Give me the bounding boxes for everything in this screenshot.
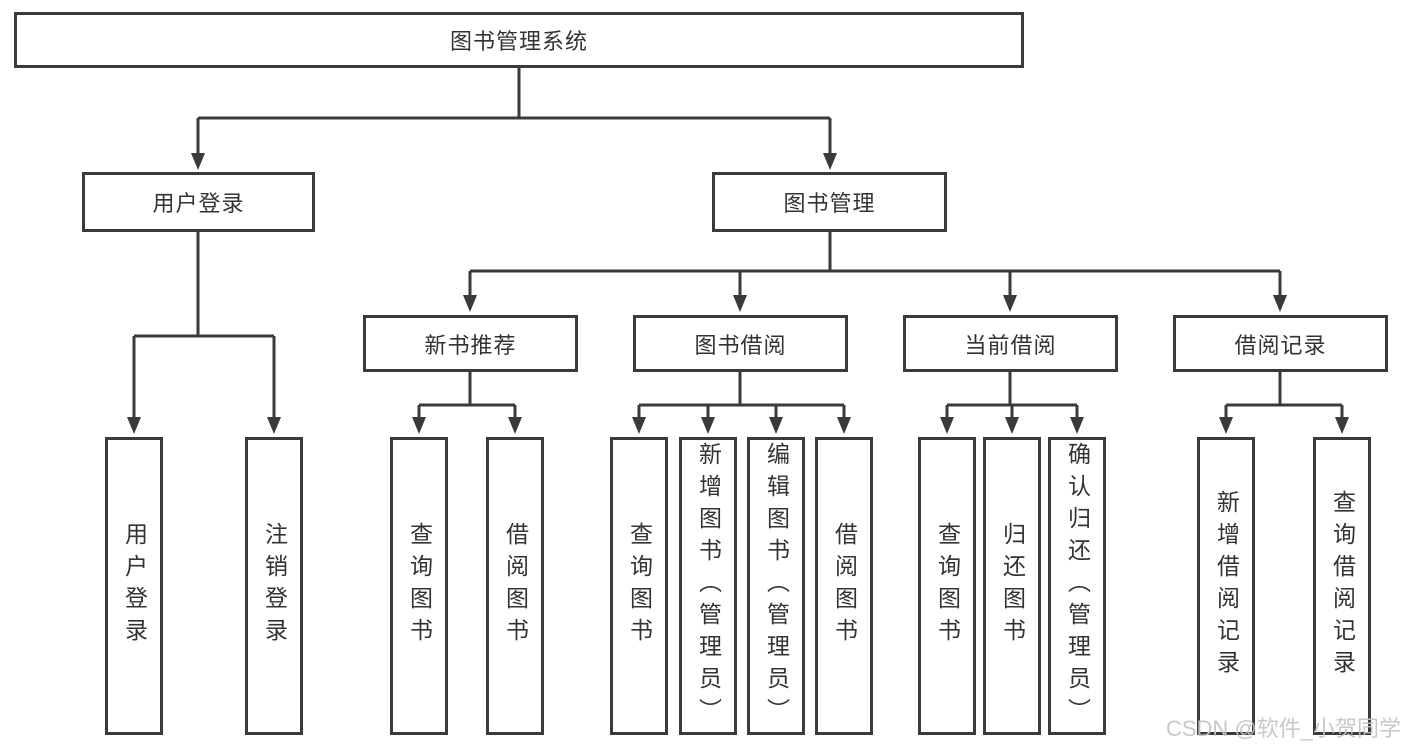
csdn-watermark: CSDN @软件_小贺同学 — [1165, 716, 1401, 741]
leaf-borrow-books-recommend: 借阅图书 — [486, 437, 544, 735]
node-book-management: 图书管理 — [712, 172, 947, 232]
leaf-logout-label: 注销登录 — [261, 522, 288, 650]
node-current-borrowing-label: 当前借阅 — [964, 332, 1057, 358]
leaf-query-books-current: 查询图书 — [918, 437, 976, 735]
leaf-add-books-admin: 新增图书（管理员） — [679, 437, 737, 735]
leaf-query-books-recommend: 查询图书 — [390, 437, 448, 735]
node-root-system: 图书管理系统 — [14, 12, 1024, 68]
node-root-label: 图书管理系统 — [449, 29, 588, 54]
node-new-book-recommend: 新书推荐 — [363, 315, 578, 372]
node-user-login-label: 用户登录 — [152, 191, 245, 216]
leaf-logout: 注销登录 — [245, 437, 303, 735]
leaf-query-books-recommend-label: 查询图书 — [406, 522, 433, 650]
leaf-user-login-label: 用户登录 — [121, 522, 148, 650]
node-new-book-recommend-label: 新书推荐 — [424, 332, 517, 358]
connector-recommend-to-leaves — [412, 372, 522, 434]
leaf-borrow-books-borrowing: 借阅图书 — [815, 437, 873, 735]
node-book-borrowing: 图书借阅 — [633, 315, 848, 372]
leaf-borrow-books-borrowing-label: 借阅图书 — [831, 522, 858, 650]
connector-current-to-leaves — [940, 372, 1084, 434]
leaf-query-books-borrowing-label: 查询图书 — [626, 522, 653, 650]
leaf-query-borrow-record: 查询借阅记录 — [1313, 437, 1371, 735]
node-borrowing-records-label: 借阅记录 — [1234, 332, 1327, 358]
leaf-edit-books-admin: 编辑图书（管理员） — [747, 437, 805, 735]
node-book-borrowing-label: 图书借阅 — [694, 332, 787, 358]
leaf-add-borrow-record: 新增借阅记录 — [1197, 437, 1255, 735]
leaf-return-books: 归还图书 — [983, 437, 1041, 735]
leaf-add-books-admin-label: 新增图书（管理员） — [695, 442, 722, 730]
node-current-borrowing: 当前借阅 — [903, 315, 1118, 372]
connector-userlogin-to-leaves — [127, 232, 281, 434]
leaf-confirm-return-admin: 确认归还（管理员） — [1048, 437, 1106, 735]
leaf-user-login: 用户登录 — [105, 437, 163, 735]
node-user-login: 用户登录 — [82, 172, 315, 232]
node-book-management-label: 图书管理 — [783, 191, 876, 216]
leaf-add-borrow-record-label: 新增借阅记录 — [1213, 490, 1240, 682]
leaf-query-books-borrowing: 查询图书 — [610, 437, 668, 735]
connector-root-to-level2 — [191, 68, 837, 170]
leaf-edit-books-admin-label: 编辑图书（管理员） — [763, 442, 790, 730]
connector-bookmgmt-to-level3 — [463, 232, 1287, 312]
leaf-borrow-books-recommend-label: 借阅图书 — [502, 522, 529, 650]
connector-borrowing-to-leaves — [632, 372, 851, 434]
node-borrowing-records: 借阅记录 — [1173, 315, 1388, 372]
connector-records-to-leaves — [1219, 372, 1349, 434]
leaf-return-books-label: 归还图书 — [999, 522, 1026, 650]
leaf-confirm-return-admin-label: 确认归还（管理员） — [1064, 442, 1091, 730]
leaf-query-books-current-label: 查询图书 — [934, 522, 961, 650]
leaf-query-borrow-record-label: 查询借阅记录 — [1329, 490, 1356, 682]
